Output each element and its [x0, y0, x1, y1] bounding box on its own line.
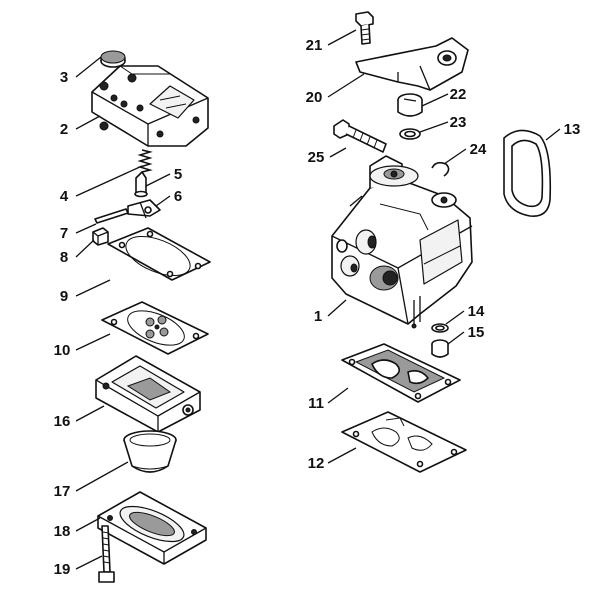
- part-17-cup: [123, 430, 177, 473]
- part-3-screen-cap: [100, 50, 126, 68]
- part-24-clip: [431, 161, 450, 177]
- label-1: 1: [314, 308, 322, 325]
- part-18-end-cover: [97, 491, 207, 565]
- part-14-ring: [431, 323, 449, 333]
- label-24: 24: [470, 141, 487, 158]
- part-23-washer: [399, 128, 421, 140]
- part-9-gasket: [107, 227, 211, 281]
- part-6-lever: [127, 199, 161, 219]
- label-8: 8: [60, 249, 68, 266]
- part-20-bracket: [355, 37, 469, 91]
- label-22: 22: [450, 86, 467, 103]
- label-16: 16: [54, 413, 71, 430]
- part-4-spring: [137, 149, 153, 173]
- label-12: 12: [308, 455, 325, 472]
- label-25: 25: [308, 149, 325, 166]
- part-2-pump-cover: [91, 65, 209, 147]
- part-22-cap: [397, 93, 423, 117]
- part-15-sleeve: [431, 339, 449, 358]
- label-21: 21: [306, 37, 323, 54]
- label-18: 18: [54, 523, 71, 540]
- label-13: 13: [564, 121, 581, 138]
- label-14: 14: [468, 303, 485, 320]
- callout-labels: 3 2 4 5 6 7 8 9 10 16 17 18 19 21 20 22 …: [54, 37, 581, 578]
- part-19-long-screw: [98, 525, 115, 583]
- part-16-cover: [95, 355, 201, 433]
- part-13-oring: [503, 129, 552, 217]
- label-11: 11: [308, 395, 324, 412]
- label-6: 6: [174, 188, 182, 205]
- part-1-carb-body: [331, 155, 473, 329]
- leader-lines: [75, 29, 561, 570]
- label-20: 20: [306, 89, 323, 106]
- label-17: 17: [54, 483, 71, 500]
- label-9: 9: [60, 288, 68, 305]
- label-3: 3: [60, 69, 68, 86]
- label-4: 4: [60, 188, 69, 205]
- part-21-screw: [355, 11, 374, 45]
- part-11-diaphragm: [341, 343, 461, 403]
- part-25-bolt: [333, 119, 387, 153]
- part-5-needle: [134, 171, 148, 198]
- part-8-screw: [92, 227, 109, 246]
- label-7: 7: [60, 225, 68, 242]
- part-10-diaphragm: [101, 301, 209, 355]
- label-23: 23: [450, 114, 467, 131]
- label-2: 2: [60, 121, 68, 138]
- label-10: 10: [54, 342, 71, 359]
- label-19: 19: [54, 561, 71, 578]
- part-7-pin: [94, 208, 129, 224]
- label-15: 15: [468, 324, 485, 341]
- label-5: 5: [174, 166, 182, 183]
- part-12-gasket: [341, 411, 467, 473]
